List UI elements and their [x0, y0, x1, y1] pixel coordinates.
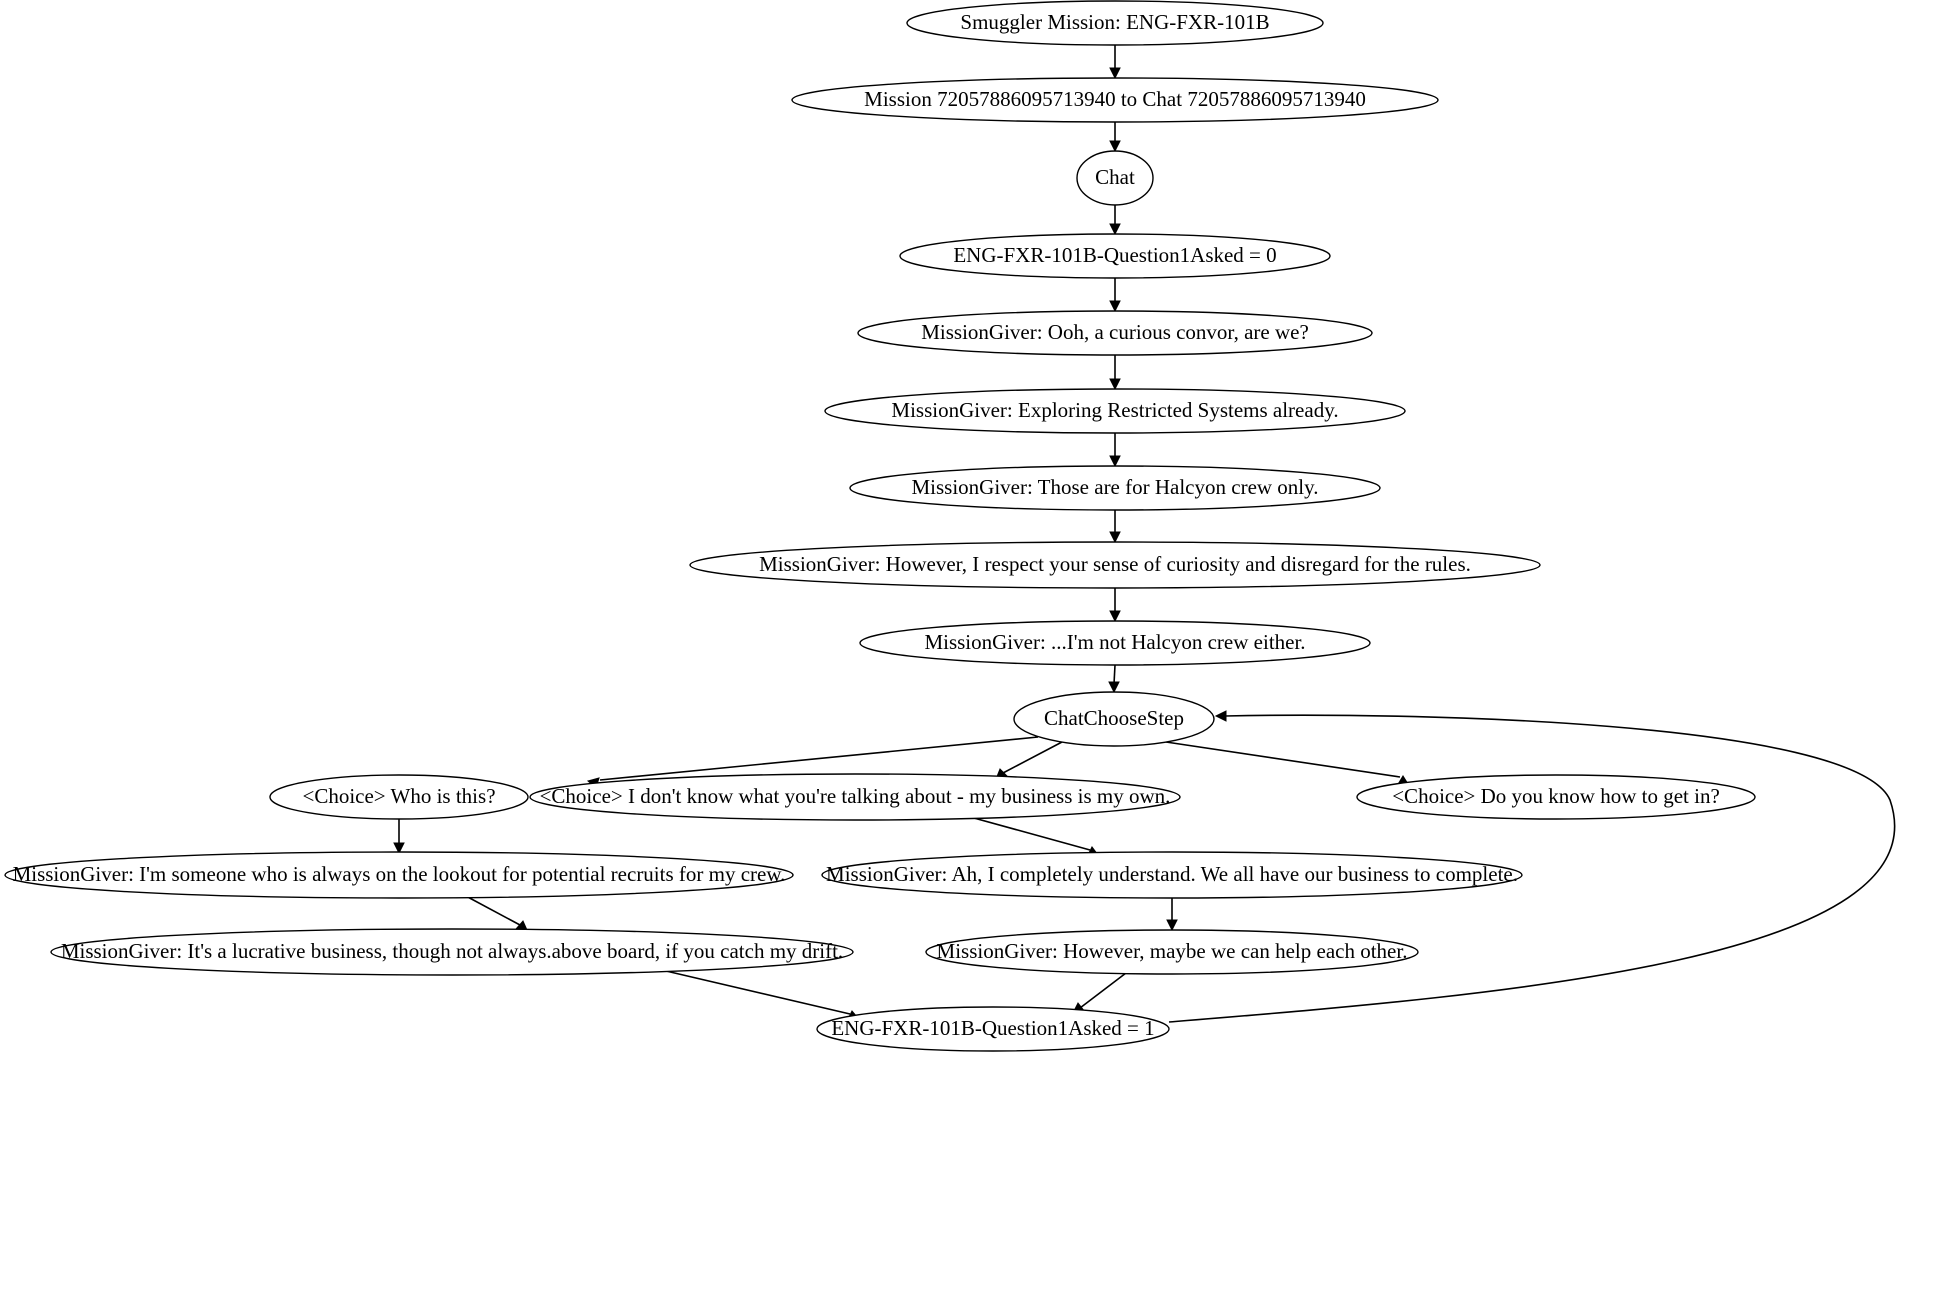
arrowhead-icon	[1109, 455, 1121, 468]
graph-node[interactable]: MissionGiver: Ah, I completely understan…	[821, 851, 1523, 899]
node-label: MissionGiver: ...I'm not Halcyon crew ei…	[924, 630, 1305, 654]
graph-node[interactable]: MissionGiver: ...I'm not Halcyon crew ei…	[859, 620, 1371, 666]
graph-node[interactable]: ChatChooseStep	[1013, 691, 1215, 747]
node-label: Mission 72057886095713940 to Chat 720578…	[864, 87, 1366, 111]
arrowhead-icon	[1109, 223, 1121, 236]
node-ellipse[interactable]	[689, 541, 1541, 589]
arrowhead-icon	[1109, 610, 1121, 623]
graph-node[interactable]: MissionGiver: However, I respect your se…	[689, 541, 1541, 589]
edge-n0-to-n1	[1109, 45, 1121, 80]
edge-line	[1168, 714, 1896, 1023]
edge-n3-to-n4	[1109, 278, 1121, 313]
node-label: MissionGiver: Ah, I completely understan…	[826, 862, 1518, 886]
edge-n4-to-n5	[1109, 355, 1121, 391]
arrowhead-icon	[1166, 919, 1178, 932]
node-label: ChatChooseStep	[1044, 706, 1184, 730]
node-ellipse[interactable]	[1013, 691, 1215, 747]
edge-n10-to-n13	[393, 819, 405, 855]
node-ellipse[interactable]	[859, 620, 1371, 666]
node-label: MissionGiver: However, maybe we can help…	[937, 939, 1408, 963]
graph-node[interactable]: <Choice> Who is this?	[269, 774, 529, 820]
node-ellipse[interactable]	[1356, 774, 1756, 820]
edge-line	[1165, 741, 1401, 778]
graph-node[interactable]: MissionGiver: I'm someone who is always …	[4, 851, 794, 899]
arrowhead-icon	[1109, 378, 1121, 391]
node-label: <Choice> Who is this?	[302, 784, 495, 808]
node-ellipse[interactable]	[269, 774, 529, 820]
node-label: ENG-FXR-101B-Question1Asked = 1	[831, 1016, 1154, 1040]
node-label: MissionGiver: Exploring Restricted Syste…	[891, 398, 1338, 422]
edge-n7-to-n8	[1109, 588, 1121, 623]
edge-line	[599, 736, 1039, 781]
graph-node[interactable]: Chat	[1076, 150, 1154, 206]
node-ellipse[interactable]	[1076, 150, 1154, 206]
node-label: Chat	[1095, 165, 1135, 189]
edge-n2-to-n3	[1109, 205, 1121, 236]
edges-layer	[393, 45, 1896, 1023]
arrowhead-icon	[1109, 67, 1121, 80]
node-ellipse[interactable]	[816, 1006, 1170, 1052]
graph-node[interactable]: Mission 72057886095713940 to Chat 720578…	[791, 77, 1439, 123]
node-ellipse[interactable]	[4, 851, 794, 899]
edge-line	[962, 814, 1091, 851]
edge-n5-to-n6	[1109, 433, 1121, 468]
edge-line	[463, 894, 521, 926]
arrowhead-icon	[1109, 300, 1121, 313]
graph-node[interactable]: MissionGiver: Ooh, a curious convor, are…	[857, 310, 1373, 356]
node-label: Smuggler Mission: ENG-FXR-101B	[960, 10, 1269, 34]
edge-n1-to-n2	[1109, 122, 1121, 153]
edge-line	[1002, 741, 1063, 774]
arrowhead-icon	[1214, 710, 1227, 722]
edge-n14-to-n16	[1166, 898, 1178, 932]
node-ellipse[interactable]	[529, 773, 1181, 821]
arrowhead-icon	[1109, 531, 1121, 544]
graph-node[interactable]: MissionGiver: However, maybe we can help…	[925, 929, 1419, 975]
graph-node[interactable]: MissionGiver: Those are for Halcyon crew…	[849, 465, 1381, 511]
edge-n6-to-n7	[1109, 510, 1121, 544]
edge-n9-to-n12	[1165, 741, 1409, 787]
node-ellipse[interactable]	[925, 929, 1419, 975]
edge-line	[1079, 972, 1127, 1009]
edge-line	[1113, 664, 1116, 685]
graph-node[interactable]: <Choice> I don't know what you're talkin…	[529, 773, 1181, 821]
node-ellipse[interactable]	[899, 233, 1331, 279]
edge-n13-to-n15	[463, 894, 528, 931]
edge-n8-to-n9	[1108, 664, 1120, 694]
node-label: MissionGiver: It's a lucrative business,…	[61, 939, 843, 963]
node-ellipse[interactable]	[849, 465, 1381, 511]
graph-node[interactable]: ENG-FXR-101B-Question1Asked = 0	[899, 233, 1331, 279]
arrowhead-icon	[1108, 681, 1120, 694]
node-label: <Choice> I don't know what you're talkin…	[540, 784, 1171, 808]
edge-n17-to-n9	[1168, 710, 1896, 1023]
node-ellipse[interactable]	[821, 851, 1523, 899]
node-ellipse[interactable]	[906, 0, 1324, 46]
node-label: MissionGiver: Ooh, a curious convor, are…	[921, 320, 1309, 344]
edge-n11-to-n14	[962, 814, 1099, 858]
edge-line	[665, 970, 851, 1015]
node-ellipse[interactable]	[857, 310, 1373, 356]
edge-n9-to-n11	[995, 741, 1063, 780]
node-label: <Choice> Do you know how to get in?	[1392, 784, 1720, 808]
arrowhead-icon	[1109, 140, 1121, 153]
node-label: ENG-FXR-101B-Question1Asked = 0	[953, 243, 1276, 267]
node-ellipse[interactable]	[791, 77, 1439, 123]
node-label: MissionGiver: Those are for Halcyon crew…	[911, 475, 1318, 499]
graph-node[interactable]: MissionGiver: Exploring Restricted Syste…	[824, 388, 1406, 434]
graph-node[interactable]: ENG-FXR-101B-Question1Asked = 1	[816, 1006, 1170, 1052]
node-label: MissionGiver: However, I respect your se…	[759, 552, 1471, 576]
edge-n16-to-n17	[1072, 972, 1127, 1014]
node-ellipse[interactable]	[824, 388, 1406, 434]
graph-node[interactable]: <Choice> Do you know how to get in?	[1356, 774, 1756, 820]
node-ellipse[interactable]	[50, 928, 854, 976]
arrowhead-icon	[393, 842, 405, 855]
nodes-layer: Smuggler Mission: ENG-FXR-101B Mission 72…	[4, 0, 1756, 1052]
graph-node[interactable]: Smuggler Mission: ENG-FXR-101B	[906, 0, 1324, 46]
edge-n15-to-n17	[665, 970, 859, 1022]
node-label: MissionGiver: I'm someone who is always …	[13, 862, 786, 886]
graph-node[interactable]: MissionGiver: It's a lucrative business,…	[50, 928, 854, 976]
